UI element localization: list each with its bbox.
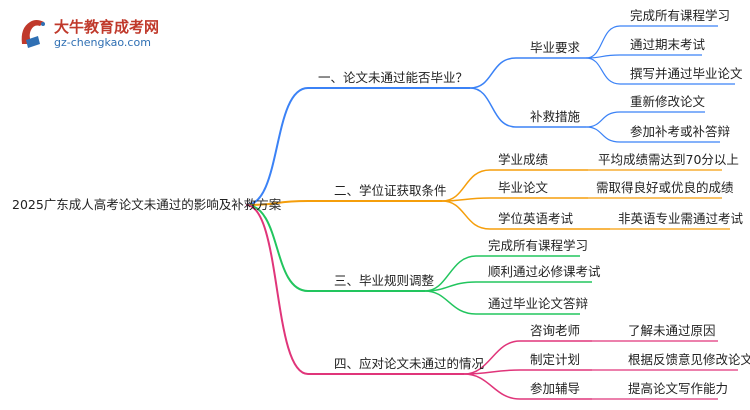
branch-1-topic[interactable]: 一、论文未通过能否毕业？	[318, 70, 469, 85]
branch-4-sub-3[interactable]: 参加辅导	[530, 381, 581, 396]
branch-3-topic[interactable]: 三、毕业规则调整	[334, 273, 435, 288]
link-root-b1	[245, 87, 470, 206]
root-topic[interactable]: 2025广东成人高考论文未通过的影响及补救方案	[12, 197, 282, 212]
branch-2-topic[interactable]: 二、学位证获取条件	[334, 183, 447, 198]
link-b1-c1	[469, 57, 586, 89]
branch-1-sub-1[interactable]: 毕业要求	[530, 40, 581, 55]
link-b4-c2	[463, 369, 592, 375]
logo-url: gz-chengkao.com	[54, 36, 151, 49]
link-b2-c3	[441, 200, 610, 230]
branch-1-sub-2-leaf-2[interactable]: 参加补考或补答辩	[630, 124, 731, 139]
branch-4-sub-2[interactable]: 制定计划	[530, 352, 581, 367]
branch-3-sub-1[interactable]: 完成所有课程学习	[488, 238, 589, 253]
branch-1-sub-2[interactable]: 补救措施	[530, 109, 581, 124]
branch-4-sub-2-leaf-1[interactable]: 根据反馈意见修改论文	[628, 352, 750, 367]
link-b1-c1-g2	[585, 54, 702, 59]
branch-2-sub-1[interactable]: 学业成绩	[498, 152, 549, 167]
branch-1-sub-1-leaf-1[interactable]: 完成所有课程学习	[630, 8, 731, 23]
link-b4-c3	[463, 373, 592, 400]
site-logo[interactable]: 大牛教育成考网 gz-chengkao.com	[18, 14, 208, 56]
branch-2-sub-1-leaf-1[interactable]: 平均成绩需达到70分以上	[598, 152, 739, 167]
link-b4-c1	[463, 340, 592, 375]
bull-logo-icon	[21, 20, 45, 48]
logo-title: 大牛教育成考网	[54, 18, 160, 36]
branch-2-sub-3-leaf-1[interactable]: 非英语专业需通过考试	[618, 211, 744, 226]
link-b2-c2	[441, 197, 588, 202]
link-b1-c2-g2	[585, 126, 720, 143]
link-b3-c1	[424, 255, 580, 292]
branch-1-sub-1-leaf-3[interactable]: 撰写并通过毕业论文	[630, 66, 743, 81]
link-b1-c1-g1	[585, 25, 718, 59]
branch-3-sub-2[interactable]: 顺利通过必修课考试	[488, 264, 601, 279]
branch-4-sub-1-leaf-1[interactable]: 了解未通过原因	[628, 323, 716, 338]
branch-4-sub-1[interactable]: 咨询老师	[530, 323, 581, 338]
link-root-b2	[245, 200, 442, 206]
link-root-b3	[245, 204, 425, 292]
link-b1-c2-g1	[585, 111, 705, 128]
branch-2-sub-2-leaf-1[interactable]: 需取得良好或优良的成绩	[596, 180, 734, 195]
branch-4-sub-3-leaf-1[interactable]: 提高论文写作能力	[628, 381, 729, 396]
branch-4-topic[interactable]: 四、应对论文未通过的情况	[334, 356, 485, 371]
link-b1-c2	[469, 87, 586, 128]
link-b1-c1-g3	[585, 57, 735, 85]
link-b2-c1	[441, 169, 588, 202]
link-b3-c3	[424, 290, 580, 315]
link-root-b4	[245, 204, 464, 375]
branch-3-sub-3[interactable]: 通过毕业论文答辩	[488, 296, 589, 311]
branch-1-sub-1-leaf-2[interactable]: 通过期末考试	[630, 37, 706, 52]
branch-2-sub-3[interactable]: 学位英语考试	[498, 211, 574, 226]
branch-1-sub-2-leaf-1[interactable]: 重新修改论文	[630, 94, 706, 109]
branch-2-sub-2[interactable]: 毕业论文	[498, 180, 549, 195]
link-b3-c2	[424, 281, 592, 292]
